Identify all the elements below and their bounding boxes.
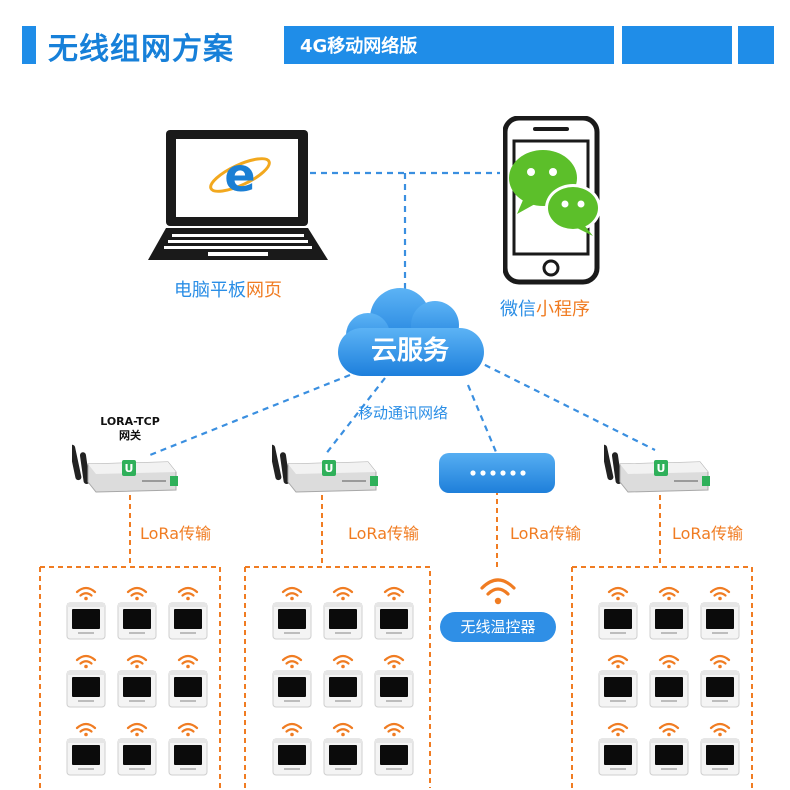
cloud-icon (338, 288, 484, 376)
thermostat-group-3-thermostat (700, 722, 740, 776)
thermostat-group-3-thermostat (649, 654, 689, 708)
svg-text:U: U (657, 462, 666, 475)
pc-label-part1: 电脑平板 (174, 280, 246, 301)
thermostat-group-2-thermostat (374, 722, 414, 776)
thermostat-group-3-thermostat (700, 586, 740, 640)
thermostat-group-2-thermostat (374, 654, 414, 708)
header-subtitle: 4G移动网络版 (300, 36, 418, 57)
gateway-1: U (72, 444, 178, 493)
network-switch-icon (439, 453, 555, 493)
thermostat-group-1-thermostat (168, 586, 208, 640)
gateway-name: LORA-TCP 网关 (90, 415, 170, 443)
gateway-3: U (604, 444, 710, 493)
cloud-label: 云服务 (370, 336, 449, 366)
thermostat-group-2-thermostat (272, 586, 312, 640)
pc-label: 电脑平板网页 (174, 276, 282, 302)
thermostat-group-2-thermostat (374, 586, 414, 640)
wifi-signal-icon (480, 578, 516, 605)
header-block-1 (622, 26, 732, 64)
network-label: 移动通讯网络 (358, 404, 449, 422)
thermostat-group-2-thermostat (323, 654, 363, 708)
pc-label-part2: 网页 (246, 280, 282, 301)
thermostat-group-2-thermostat (272, 722, 312, 776)
lora-label-3: LoRa传输 (510, 524, 581, 543)
lora-label-2: LoRa传输 (348, 524, 419, 543)
thermostat-group-3-thermostat (598, 586, 638, 640)
thermostat-group-1-thermostat (117, 654, 157, 708)
phone-icon (503, 116, 601, 285)
thermostat-group-3-thermostat (649, 586, 689, 640)
thermostat-group-1-thermostat (66, 722, 106, 776)
svg-text:U: U (125, 462, 134, 475)
thermostat-group-3-thermostat (649, 722, 689, 776)
gateway-2: U (272, 444, 378, 493)
laptop-icon: e (148, 130, 328, 260)
thermostat-group-3-thermostat (700, 654, 740, 708)
lora-label-4: LoRa传输 (672, 524, 743, 543)
header-title: 无线组网方案 (48, 32, 234, 67)
thermostat-group-1-thermostat (66, 654, 106, 708)
gateway-name-line1: LORA-TCP (100, 415, 160, 428)
wechat-icon (509, 150, 601, 236)
thermostat-group-2-thermostat (323, 586, 363, 640)
mobile-label: 微信小程序 (500, 295, 590, 321)
mobile-label-part1: 微信 (500, 299, 536, 320)
thermostat-group-3-thermostat (598, 722, 638, 776)
thermostat-group-1-thermostat (117, 722, 157, 776)
thermostat-group-3-thermostat (598, 654, 638, 708)
thermostat-group-2-thermostat (323, 722, 363, 776)
svg-text:U: U (325, 462, 334, 475)
thermostat-group-1-thermostat (168, 654, 208, 708)
mobile-label-part2: 小程序 (536, 299, 590, 320)
gateway-name-line2: 网关 (119, 429, 141, 442)
thermostat-group-2-thermostat (272, 654, 312, 708)
thermostat-group-1-thermostat (66, 586, 106, 640)
thermostat-group-1-thermostat (117, 586, 157, 640)
svg-text:e: e (224, 148, 255, 202)
thermostat-group-1-thermostat (168, 722, 208, 776)
header-block-2 (738, 26, 774, 64)
header-subtitle-bar (284, 26, 614, 64)
header-accent-bar (22, 26, 36, 64)
thermostat-label: 无线温控器 (440, 612, 556, 642)
lora-label-1: LoRa传输 (140, 524, 211, 543)
